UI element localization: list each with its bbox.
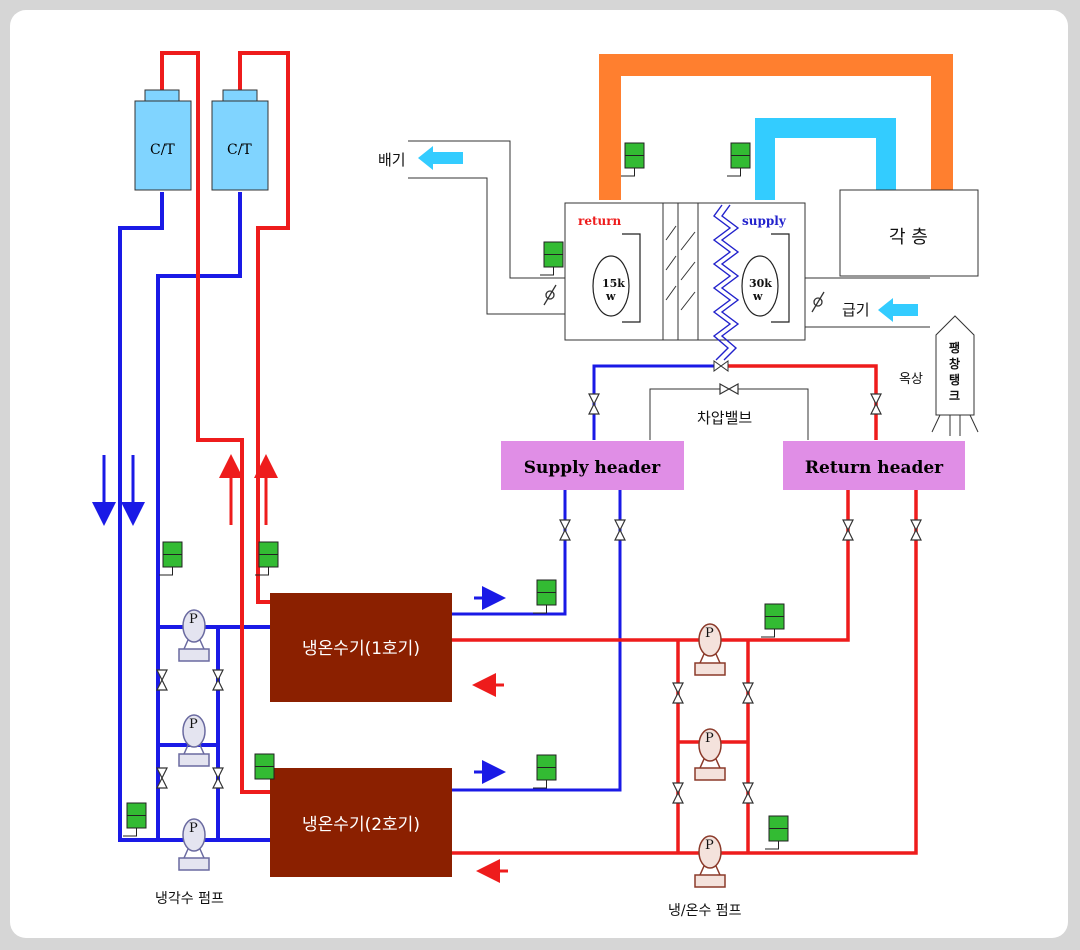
valve-icon [588, 393, 600, 415]
chiller-2-label: 냉온수기(2호기) [302, 815, 420, 835]
pump-icon: P [694, 623, 726, 676]
expansion-tank-char-3: 탱 [949, 373, 960, 387]
sensor-icon [533, 754, 557, 789]
pumps: P P P P P P [178, 609, 726, 888]
valve-icon [910, 519, 922, 541]
chilled-pump-label: 냉/온수 펌프 [668, 903, 742, 919]
pump-icon: P [178, 609, 210, 662]
sensors [123, 142, 789, 850]
flow-arrows-cooling [92, 454, 278, 526]
return-fan-icon [592, 233, 641, 323]
exhaust-air-lines [408, 140, 930, 328]
diff-pressure-valve-icon [719, 382, 739, 396]
expansion-tank-char-4: 크 [949, 389, 960, 403]
cooling-tower-2-label: C/T [227, 142, 252, 158]
pump-icon: P [178, 818, 210, 871]
cooling-tower-1 [134, 89, 192, 191]
supply-air-duct [755, 118, 896, 200]
return-header-label: Return header [805, 458, 944, 478]
air-handling-unit [564, 202, 806, 361]
chilled-water-red-pipes [452, 364, 918, 855]
flow-arrows-chilled [472, 586, 508, 883]
ahu-supply-label: supply [742, 214, 787, 228]
supply-fan-icon [741, 233, 790, 323]
pump-label: P [705, 731, 714, 746]
supply-fan-capacity: 30k [749, 277, 772, 290]
valve-icon [742, 782, 754, 804]
chiller-1-label: 냉온수기(1호기) [302, 639, 420, 659]
valve-icon [842, 519, 854, 541]
valves [156, 360, 922, 804]
valve-icon [156, 669, 168, 691]
sensor-icon [761, 603, 785, 638]
chiller-1 [270, 593, 452, 702]
pump-icon: P [694, 728, 726, 781]
supply-header [501, 441, 684, 490]
valve-icon [672, 682, 684, 704]
sensor-icon [159, 541, 183, 576]
valve-icon [672, 782, 684, 804]
pump-label: P [189, 717, 198, 732]
expansion-tank [931, 315, 979, 436]
return-fan-capacity-unit: w [605, 290, 616, 303]
pump-label: P [189, 612, 198, 627]
supply-fan-capacity-unit: w [752, 290, 763, 303]
valve-icon [156, 767, 168, 789]
cooling-pump-label: 냉각수 펌프 [155, 891, 224, 907]
cooling-tower-2 [211, 89, 269, 191]
expansion-tank-char-2: 창 [949, 356, 960, 371]
valve-icon [559, 519, 571, 541]
sensor-icon [255, 541, 279, 576]
sensor-icon [254, 753, 275, 780]
return-air-duct [599, 54, 953, 200]
expansion-tank-char-1: 팽 [949, 340, 960, 355]
pump-icon: P [694, 835, 726, 888]
valve-icon [614, 519, 626, 541]
pump-label: P [189, 821, 198, 836]
sensor-icon [533, 579, 557, 614]
valve-icon [212, 669, 224, 691]
pump-icon: P [178, 714, 210, 767]
pump-label: P [705, 838, 714, 853]
floors-box [839, 189, 979, 277]
valve-icon [870, 393, 882, 415]
exhaust-label: 배기 [378, 151, 406, 169]
damper-icon [543, 284, 825, 313]
valve-icon [212, 767, 224, 789]
roof-label: 옥상 [899, 372, 923, 387]
sensor-icon [123, 802, 147, 837]
valve-icon [742, 682, 754, 704]
floors-label: 각 층 [889, 227, 928, 248]
pump-label: P [705, 626, 714, 641]
diff-pressure-valve-label: 차압밸브 [697, 409, 752, 427]
exhaust-arrow-icon [418, 146, 463, 170]
coil-icon [712, 204, 732, 361]
sensor-icon [621, 142, 645, 177]
supply-header-label: Supply header [524, 458, 662, 478]
cooling-water-red-pipes [160, 51, 290, 794]
ahu-return-label: return [578, 214, 622, 228]
sensor-icon [765, 815, 789, 850]
supply-air-label: 급기 [842, 301, 870, 319]
return-header [783, 441, 965, 490]
sensor-icon [540, 241, 564, 276]
return-fan-capacity: 15k [602, 277, 625, 290]
chiller-2 [270, 768, 452, 877]
coil-valve-icon [713, 360, 729, 372]
sensor-icon [727, 142, 751, 177]
supply-air-arrow-icon [878, 298, 918, 322]
cooling-tower-1-label: C/T [150, 142, 175, 158]
